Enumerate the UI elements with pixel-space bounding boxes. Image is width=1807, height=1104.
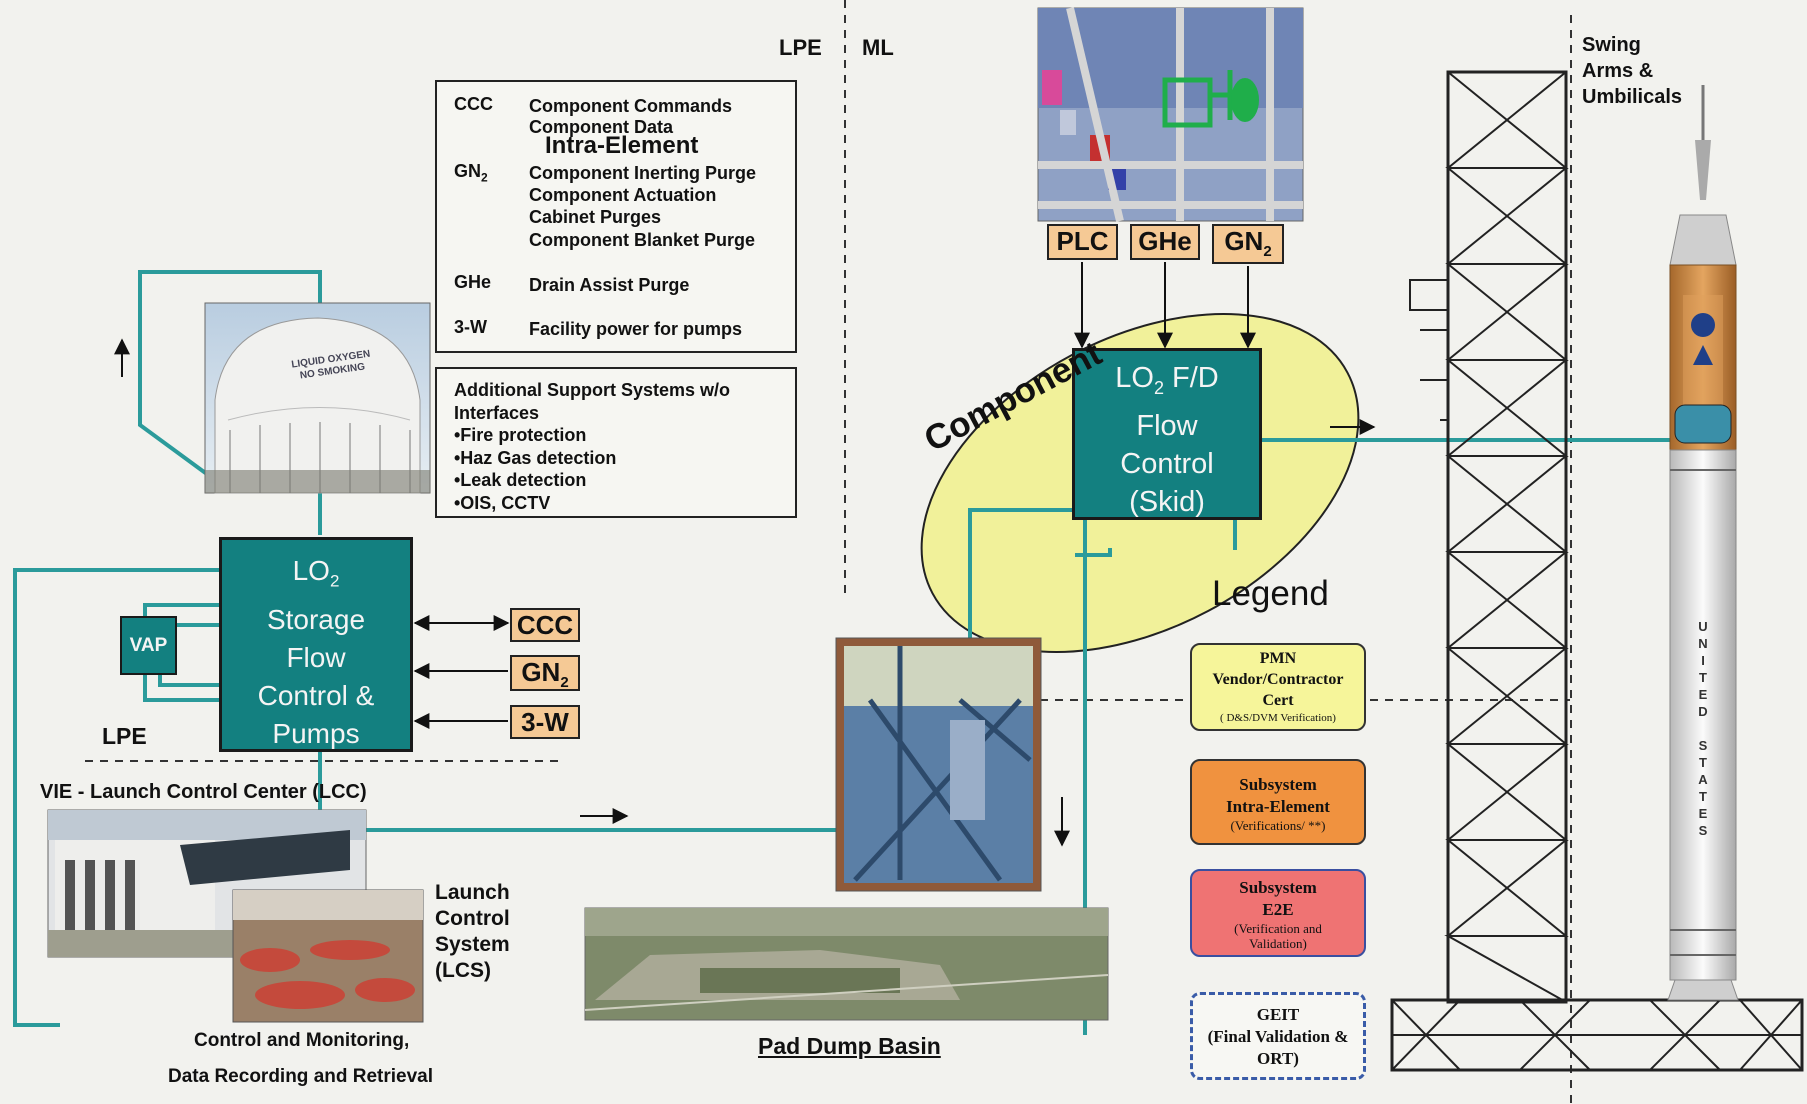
info-code-ccc: CCC — [454, 94, 493, 114]
rocket-letter: I — [1701, 653, 1705, 668]
storage-line-lo2: LO2 — [292, 555, 340, 591]
support-line: •Leak detection — [454, 470, 587, 490]
rocket — [1667, 85, 1739, 1001]
rocket-letter: T — [1699, 670, 1707, 685]
launch-tower — [1390, 70, 1804, 1072]
info-text-data: Component Data — [529, 117, 673, 137]
support-line: Interfaces — [454, 402, 540, 423]
region-label-ml: ML — [862, 35, 894, 60]
rocket-letter — [1694, 720, 1712, 737]
rocket-letter: A — [1698, 772, 1708, 787]
rocket-letter: E — [1698, 687, 1708, 702]
info-text-commands: Component Commands — [529, 96, 733, 116]
legend-item-pmn: PMN Vendor/Contractor Cert ( D&S/DVM Ver… — [1190, 643, 1366, 731]
info-text-cabinet: Cabinet Purges — [529, 207, 662, 227]
input-ghe: GHe — [1130, 224, 1200, 260]
support-line: •OIS, CCTV — [454, 492, 551, 513]
rocket-letter: S — [1698, 738, 1708, 753]
legend-item-geit: GEIT (Final Validation & ORT) — [1190, 992, 1366, 1080]
rocket-letter: T — [1699, 755, 1707, 770]
control-room-photo — [232, 889, 424, 1023]
vap-box: VAP — [120, 616, 177, 675]
info-code-3w: 3-W — [454, 317, 487, 337]
pad-dump-basin-label: Pad Dump Basin — [758, 1033, 941, 1059]
rocket-letter: T — [1699, 789, 1707, 804]
skid-line: Flow — [1136, 409, 1198, 442]
info-text-blanket: Component Blanket Purge — [529, 230, 756, 250]
rocket-letter: N — [1698, 636, 1708, 651]
skid-line-lo2: LO2 F/D — [1115, 362, 1219, 398]
skid-line: Control — [1120, 447, 1214, 480]
control-caption-line1: Control and Monitoring, — [194, 1030, 410, 1051]
legend-title: Legend — [1212, 574, 1329, 613]
legend-item-e2e: Subsystem E2E (Verification and Validati… — [1190, 869, 1366, 957]
info-text-inerting: Component Inerting Purge — [529, 163, 756, 183]
rocket-letter: E — [1698, 806, 1708, 821]
intra-element-info-box: CCC Component Commands Component Data In… — [435, 80, 797, 353]
region-label-vie-lcc: VIE - Launch Control Center (LCC) — [40, 781, 367, 803]
input-3w: 3-W — [510, 705, 580, 739]
control-caption-line2: Data Recording and Retrieval — [168, 1066, 434, 1087]
pad-structure-photo — [835, 637, 1042, 892]
rocket-letter: U — [1698, 619, 1708, 634]
input-gn2-top: GN2 — [1212, 224, 1284, 264]
rocket-letter: S — [1698, 823, 1708, 838]
region-label-lpe-left: LPE — [102, 723, 147, 749]
skid-render-photo — [1037, 7, 1304, 222]
support-line: •Haz Gas detection — [454, 447, 617, 468]
support-systems-box: Additional Support Systems w/o Interface… — [435, 367, 797, 518]
region-label-lpe-top: LPE — [779, 35, 822, 60]
legend-item-intra-element: Subsystem Intra-Element (Verifications/ … — [1190, 759, 1366, 845]
input-ccc: CCC — [510, 608, 580, 642]
storage-line: Flow — [286, 641, 346, 673]
input-gn2-left: GN2 — [510, 655, 580, 691]
lo2-skid-box: LO2 F/D Flow Control (Skid) — [1072, 348, 1262, 520]
info-code-ghe: GHe — [454, 272, 492, 292]
rocket-letter: D — [1698, 704, 1708, 719]
input-plc: PLC — [1047, 224, 1118, 260]
storage-line: Pumps — [272, 717, 360, 749]
lox-tank-photo — [204, 302, 431, 494]
support-line: •Fire protection — [454, 425, 587, 445]
info-text-facility: Facility power for pumps — [529, 319, 743, 339]
skid-line: (Skid) — [1129, 485, 1205, 518]
lo2-storage-box: LO2 Storage Flow Control & Pumps — [219, 537, 413, 752]
support-line: Additional Support Systems w/o — [454, 380, 731, 400]
info-code-gn2: GN2 — [454, 161, 488, 185]
lcs-label: Launch Control System (LCS) — [435, 881, 510, 982]
pad-dump-basin-photo — [584, 907, 1109, 1021]
storage-line: Control & — [257, 679, 375, 711]
info-title: Intra-Element — [545, 132, 699, 159]
info-text-actuation: Component Actuation — [529, 185, 717, 205]
storage-line: Storage — [266, 603, 366, 635]
info-text-drain: Drain Assist Purge — [529, 275, 690, 295]
swing-arms-label: Swing Arms & Umbilicals — [1582, 34, 1683, 108]
